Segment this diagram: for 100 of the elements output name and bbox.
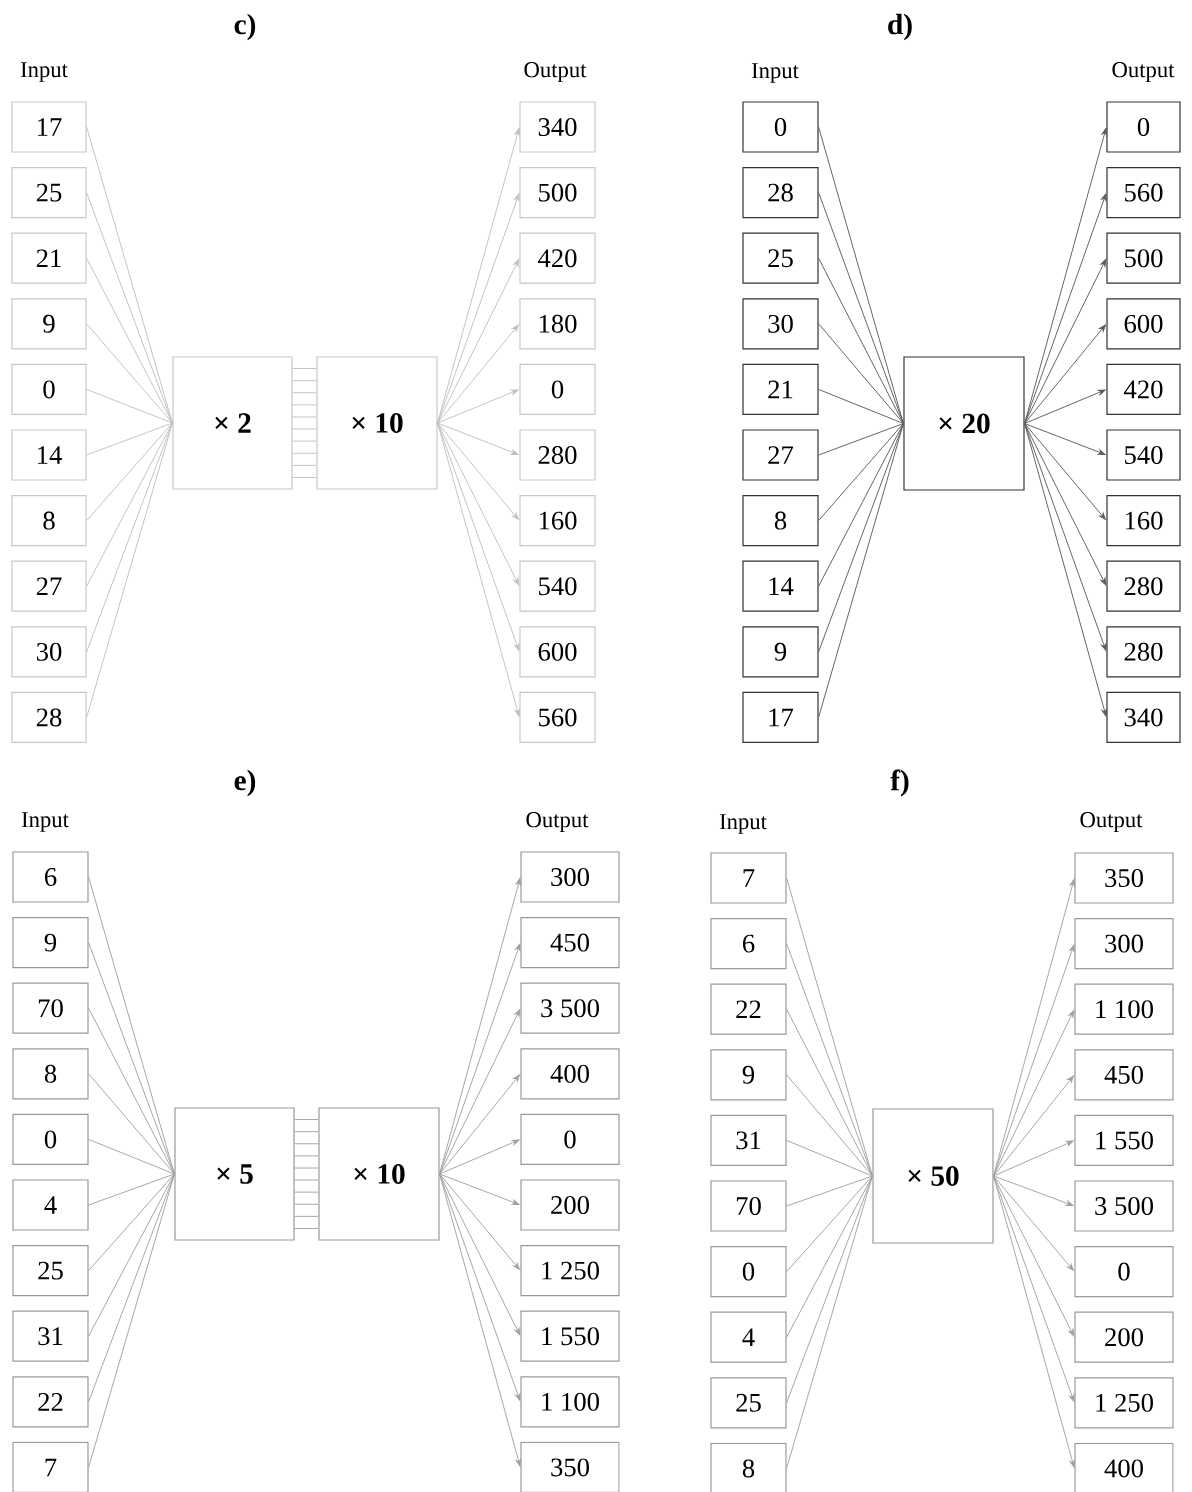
arrow bbox=[1024, 423, 1107, 586]
number-box: 540 bbox=[519, 560, 596, 612]
number-box: 8 bbox=[742, 495, 819, 547]
connector-line bbox=[86, 422, 173, 587]
number-box: 560 bbox=[1106, 167, 1181, 219]
arrow bbox=[439, 1139, 520, 1175]
connector-lines bbox=[294, 1119, 319, 1229]
number-box: 0 bbox=[520, 1113, 620, 1165]
connector-line bbox=[88, 1173, 175, 1337]
connector-line bbox=[88, 942, 175, 1175]
number-box: 8 bbox=[12, 1048, 89, 1100]
number-box: 21 bbox=[742, 363, 819, 415]
number-box: 1 250 bbox=[1074, 1377, 1174, 1429]
number-box: 28 bbox=[742, 167, 819, 219]
number-box: 21 bbox=[11, 232, 87, 284]
number-box: 22 bbox=[12, 1376, 89, 1428]
number-box: 420 bbox=[519, 232, 596, 284]
number-box: 350 bbox=[520, 1441, 620, 1492]
number-box: 3 500 bbox=[520, 982, 620, 1034]
arrow bbox=[1024, 423, 1106, 520]
multiplier-box: × 20 bbox=[903, 356, 1025, 491]
number-box: 0 bbox=[1074, 1246, 1174, 1298]
arrow bbox=[1024, 423, 1106, 455]
number-box: 340 bbox=[1106, 691, 1181, 743]
connector-line bbox=[818, 423, 904, 456]
column-heading: Output bbox=[1080, 812, 1143, 832]
number-box: 560 bbox=[519, 691, 596, 743]
number-box: 280 bbox=[1106, 560, 1181, 612]
arrow bbox=[993, 1010, 1075, 1177]
number-box: 160 bbox=[1106, 495, 1181, 547]
arrow bbox=[993, 1175, 1075, 1337]
connector-line bbox=[786, 1175, 873, 1207]
number-box: 450 bbox=[1074, 1049, 1174, 1101]
arrow bbox=[437, 422, 519, 455]
number-box: 500 bbox=[519, 167, 596, 219]
number-box: 300 bbox=[520, 851, 620, 903]
number-box: 30 bbox=[742, 298, 819, 350]
connector-line bbox=[88, 1173, 175, 1468]
number-box: 400 bbox=[1074, 1442, 1174, 1492]
number-box: 27 bbox=[742, 429, 819, 481]
arrow bbox=[1024, 324, 1106, 424]
number-box: 25 bbox=[11, 167, 87, 219]
number-box: 280 bbox=[519, 429, 596, 481]
number-box: 6 bbox=[710, 918, 787, 970]
number-box: 0 bbox=[710, 1246, 787, 1298]
number-box: 17 bbox=[742, 691, 819, 743]
connector-line bbox=[786, 1074, 873, 1177]
number-box: 280 bbox=[1106, 626, 1181, 678]
number-box: 1 550 bbox=[1074, 1114, 1174, 1166]
number-box: 22 bbox=[710, 983, 787, 1035]
number-box: 17 bbox=[11, 101, 87, 153]
number-box: 27 bbox=[11, 560, 87, 612]
connector-lines bbox=[292, 368, 317, 478]
connector-line bbox=[86, 388, 173, 424]
number-box: 28 bbox=[11, 691, 87, 743]
number-box: 30 bbox=[11, 626, 87, 678]
connector-line bbox=[88, 1173, 175, 1272]
number-box: 6 bbox=[12, 851, 89, 903]
connector-line bbox=[786, 1008, 873, 1177]
number-box: 14 bbox=[742, 560, 819, 612]
arrow bbox=[993, 1175, 1075, 1468]
connector-line bbox=[88, 1007, 175, 1175]
number-box: 8 bbox=[11, 495, 87, 547]
multiplier-box: × 5 bbox=[174, 1107, 295, 1241]
panel-label: f) bbox=[890, 769, 909, 797]
number-box: 0 bbox=[519, 363, 596, 415]
connector-line bbox=[786, 1175, 873, 1273]
number-box: 9 bbox=[710, 1049, 787, 1101]
number-box: 31 bbox=[710, 1114, 787, 1166]
number-box: 8 bbox=[710, 1442, 787, 1492]
number-box: 1 100 bbox=[1074, 983, 1174, 1035]
arrow bbox=[993, 1175, 1074, 1206]
number-box: 14 bbox=[11, 429, 87, 481]
number-box: 70 bbox=[12, 982, 89, 1034]
connector-line bbox=[786, 943, 873, 1177]
number-box: 0 bbox=[742, 101, 819, 153]
number-box: 200 bbox=[1074, 1311, 1174, 1363]
arrow bbox=[439, 943, 521, 1175]
number-box: 600 bbox=[1106, 298, 1181, 350]
number-box: 450 bbox=[520, 917, 620, 969]
multiplier-box: × 10 bbox=[316, 356, 438, 490]
connector-line bbox=[786, 1139, 873, 1177]
arrow bbox=[439, 1173, 521, 1467]
connector-line bbox=[86, 422, 173, 456]
number-box: 340 bbox=[519, 101, 596, 153]
connector-line bbox=[88, 1073, 175, 1175]
number-box: 300 bbox=[1074, 918, 1174, 970]
arrow bbox=[437, 389, 519, 424]
number-box: 9 bbox=[12, 917, 89, 969]
connector-line bbox=[86, 422, 173, 522]
arrow bbox=[1024, 127, 1107, 424]
arrow bbox=[439, 1173, 520, 1205]
connector-line bbox=[86, 422, 173, 718]
arrow bbox=[437, 193, 520, 424]
number-box: 9 bbox=[742, 626, 819, 678]
connector-line bbox=[786, 1175, 873, 1338]
number-box: 180 bbox=[519, 298, 596, 350]
number-box: 4 bbox=[710, 1311, 787, 1363]
arrow bbox=[439, 1074, 520, 1175]
number-box: 25 bbox=[710, 1377, 787, 1429]
